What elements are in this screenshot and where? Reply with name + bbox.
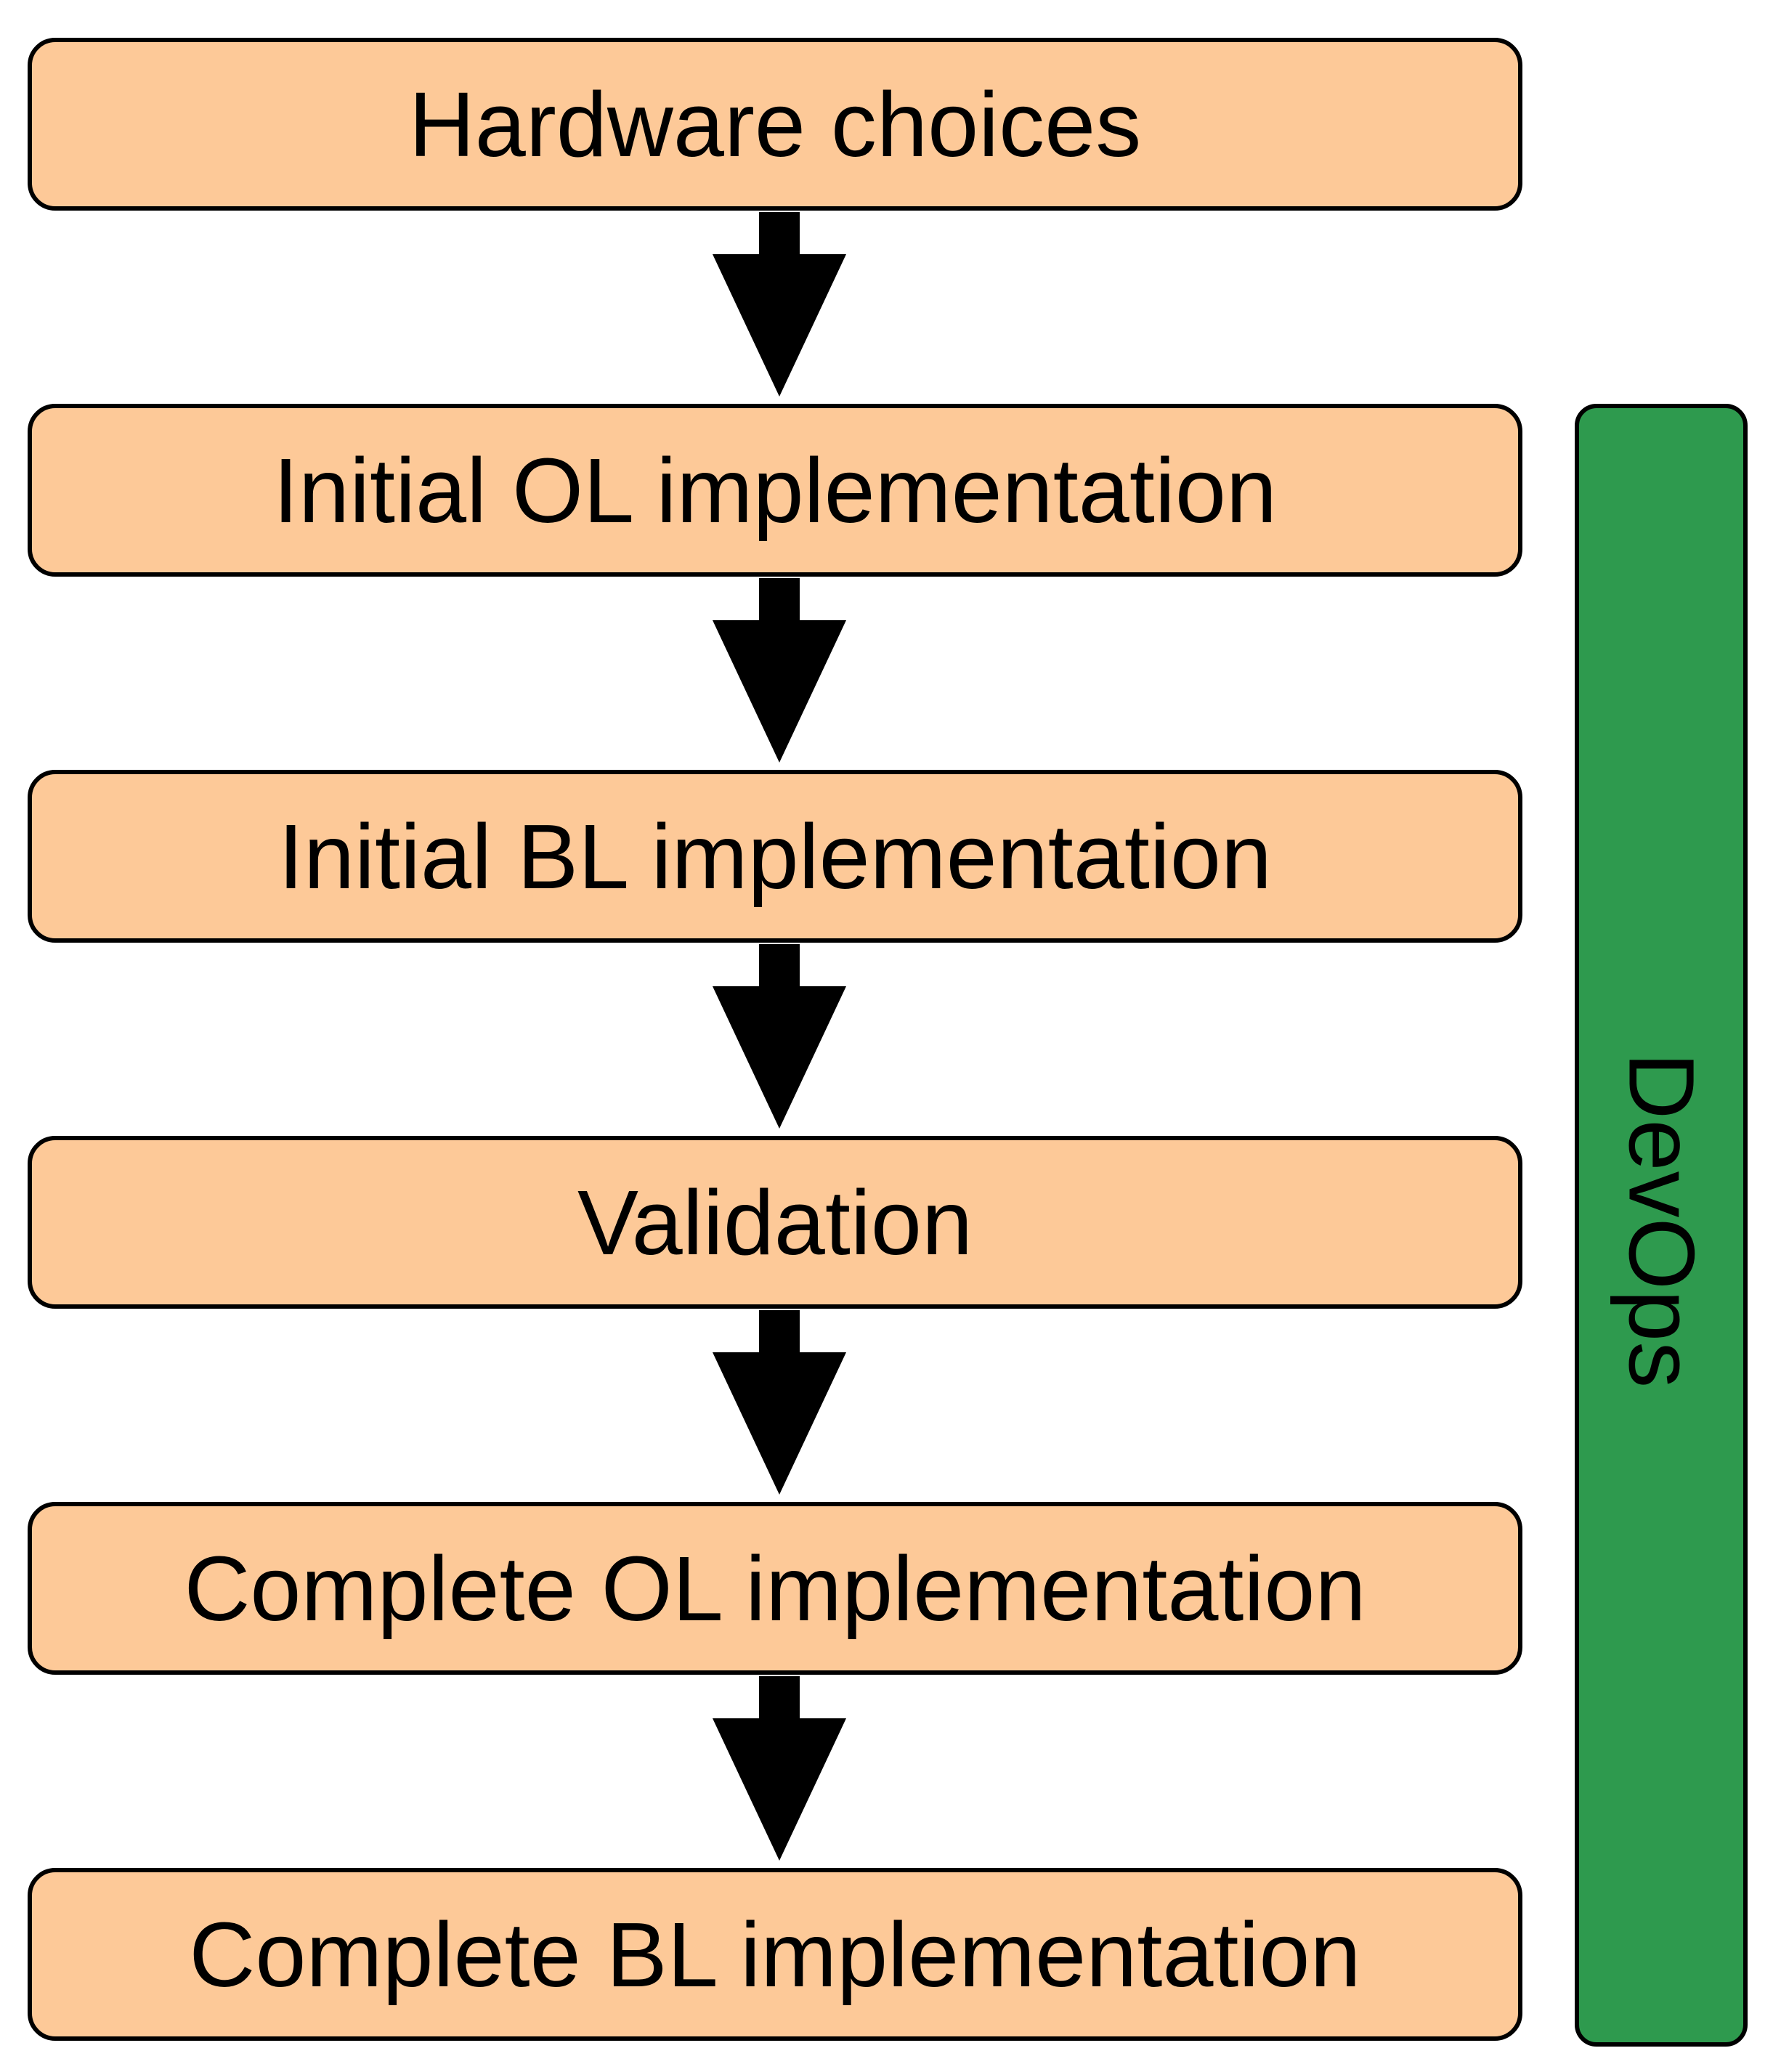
arrow-down-icon (713, 1676, 846, 1861)
arrow-down-icon (713, 212, 846, 397)
step-complete-bl-implementation: Complete BL implementation (28, 1868, 1522, 2041)
arrow-down-icon (713, 944, 846, 1129)
step-initial-ol-implementation: Initial OL implementation (28, 404, 1522, 577)
step-initial-bl-implementation: Initial BL implementation (28, 770, 1522, 943)
step-hardware-choices: Hardware choices (28, 38, 1522, 211)
arrow-down-icon (713, 578, 846, 763)
devops-label: DevOps (1609, 1052, 1713, 1389)
step-complete-ol-implementation: Complete OL implementation (28, 1502, 1522, 1675)
step-validation: Validation (28, 1136, 1522, 1309)
arrow-down-icon (713, 1310, 846, 1495)
devops-bar: DevOps (1575, 404, 1748, 2047)
